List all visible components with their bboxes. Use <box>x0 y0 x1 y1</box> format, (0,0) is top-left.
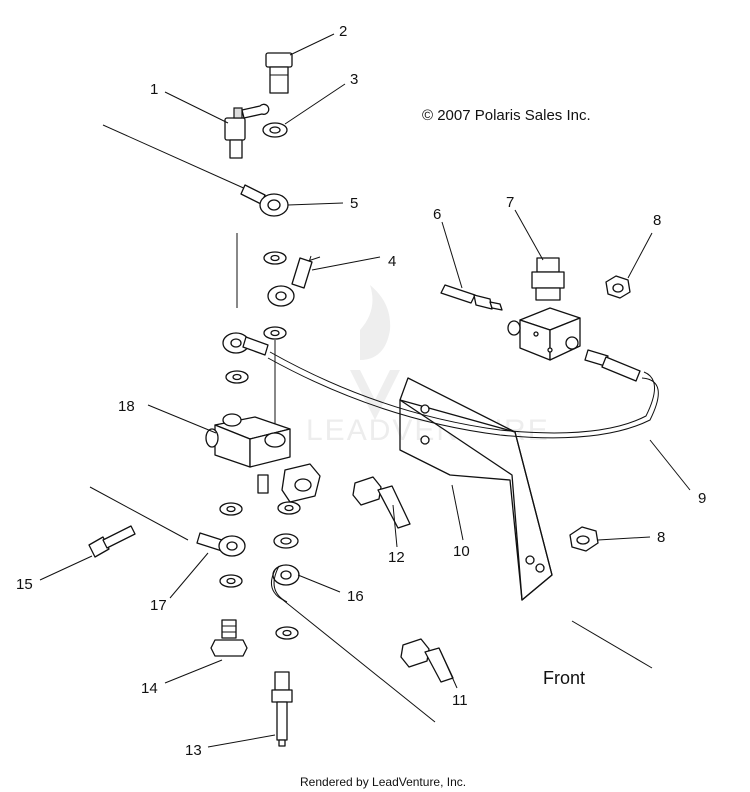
part-washer-stack[interactable] <box>263 251 287 340</box>
footer-text: Rendered by LeadVenture, Inc. <box>300 775 466 789</box>
part-6-fitting[interactable] <box>440 284 503 311</box>
part-3-washer[interactable] <box>262 122 288 138</box>
callout-10: 10 <box>453 543 470 560</box>
callout-13: 13 <box>185 742 202 759</box>
callout-labels: 1 2 3 4 5 6 7 8 8 9 10 11 12 13 14 15 16… <box>16 23 706 759</box>
part-1-switch[interactable] <box>224 103 270 159</box>
part-15-bolt[interactable] <box>88 525 136 558</box>
part-11-bolt[interactable] <box>400 638 454 683</box>
callout-1: 1 <box>150 81 158 98</box>
part-line-fitting-right[interactable] <box>584 349 641 382</box>
callout-6: 6 <box>433 206 441 223</box>
part-washer-mid[interactable] <box>225 370 249 384</box>
callout-18: 18 <box>118 398 135 415</box>
part-10-bracket[interactable] <box>399 377 553 601</box>
part-13-bleeder[interactable] <box>271 671 293 747</box>
callout-9: 9 <box>698 490 706 507</box>
part-9-brake-line[interactable] <box>267 351 659 439</box>
callout-3: 3 <box>350 71 358 88</box>
callout-4: 4 <box>388 253 396 270</box>
callout-15: 15 <box>16 576 33 593</box>
callout-11: 11 <box>452 692 468 709</box>
part-washer-lower[interactable] <box>219 501 301 640</box>
callout-2: 2 <box>339 23 347 40</box>
part-banjo-upper-left[interactable] <box>222 332 269 356</box>
part-2-bolt[interactable] <box>265 52 293 94</box>
part-12-bolt[interactable] <box>352 476 411 529</box>
part-4-line[interactable] <box>267 255 321 307</box>
part-17-banjo[interactable] <box>89 486 246 557</box>
part-14-fitting[interactable] <box>210 619 248 657</box>
front-label: Front <box>543 668 585 688</box>
callout-5: 5 <box>350 195 358 212</box>
part-16-banjo[interactable] <box>270 564 436 723</box>
callout-14: 14 <box>141 680 158 697</box>
part-18-valve[interactable] <box>205 413 321 503</box>
callout-12: 12 <box>388 549 405 566</box>
callout-8-upper: 8 <box>653 212 661 229</box>
front-direction-line <box>571 620 653 669</box>
callout-7: 7 <box>506 194 514 211</box>
part-5-banjo[interactable] <box>102 124 289 217</box>
part-7-valve[interactable] <box>507 257 581 361</box>
callout-16: 16 <box>347 588 364 605</box>
part-8-nut-upper[interactable] <box>605 275 631 299</box>
callout-17: 17 <box>150 597 167 614</box>
part-8-nut-lower[interactable] <box>569 526 599 552</box>
callout-8-lower: 8 <box>657 529 665 546</box>
copyright-text: © 2007 Polaris Sales Inc. <box>422 107 591 124</box>
